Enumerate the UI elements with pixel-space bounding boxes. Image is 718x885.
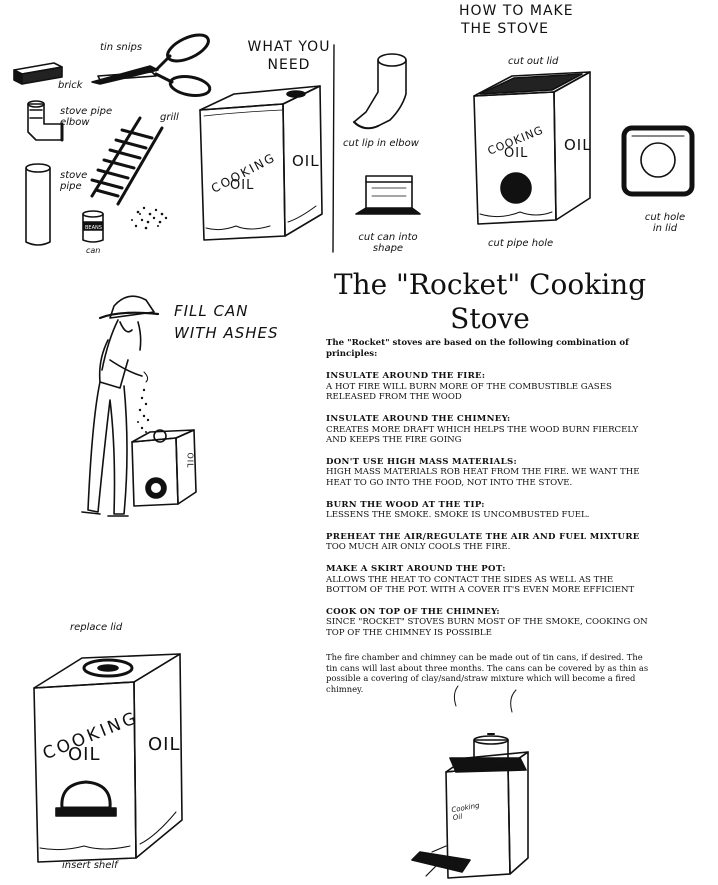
small-oil-can-drawing	[131, 429, 197, 507]
principle-text: HIGH MASS MATERIALS ROB HEAT FROM THE FI…	[326, 467, 640, 488]
principle-item: PREHEAT THE AIR/REGULATE THE AIR AND FUE…	[326, 532, 656, 553]
lid-drawing	[621, 125, 695, 197]
what-line2: NEED	[267, 57, 311, 73]
principle-text: TOO MUCH AIR ONLY COOLS THE FIRE.	[326, 542, 511, 553]
replace-lid-label: replace lid	[70, 622, 123, 633]
principle-heading: INSULATE AROUND THE CHIMNEY:	[326, 413, 511, 424]
principle-item: INSULATE AROUND THE CHIMNEY:CREATES MORE…	[326, 414, 656, 446]
cut-can-drawing	[355, 175, 421, 215]
cut-elbow-drawing	[353, 53, 407, 130]
oil-can-drawing-open	[473, 71, 591, 225]
falling-ashes	[137, 388, 150, 433]
brick-label: brick	[58, 80, 83, 91]
cut-lip-label: cut lip in elbow	[343, 138, 419, 149]
principle-text: LESSENS THE SMOKE. SMOKE IS UNCOMBUSTED …	[326, 510, 590, 521]
small-can-drawing: BEANS	[82, 210, 104, 243]
fill-can-line1: FILL CAN	[174, 302, 249, 320]
what-you-need-heading: WHAT YOU NEED	[247, 38, 331, 74]
principle-heading: PREHEAT THE AIR/REGULATE THE AIR AND FUE…	[326, 531, 640, 542]
article-body: The "Rocket" stoves are based on the fol…	[326, 338, 656, 702]
article-title: The "Rocket" Cooking Stove	[333, 268, 647, 335]
can-top-oil-side: OIL	[292, 152, 320, 170]
principle-item: DON'T USE HIGH MASS MATERIALS:HIGH MASS …	[326, 457, 656, 489]
principle-item: COOK ON TOP OF THE CHIMNEY:SINCE "ROCKET…	[326, 607, 656, 639]
can-open-oil-side: OIL	[564, 136, 592, 154]
grill-drawing	[90, 116, 164, 206]
cut-out-lid-label: cut out lid	[508, 56, 559, 67]
how-to-heading: HOW TO MAKE THE STOVE	[459, 2, 574, 38]
oil-can-drawing-bottom	[33, 653, 183, 863]
elbow-drawing	[27, 100, 64, 142]
oil-can-drawing-top	[199, 85, 323, 241]
tin-snips-drawing	[91, 33, 212, 98]
principles-list: INSULATE AROUND THE FIRE:A HOT FIRE WILL…	[326, 371, 656, 638]
grill-label: grill	[160, 112, 179, 123]
insert-shelf-label: insert shelf	[62, 860, 118, 871]
section-divider	[332, 44, 335, 253]
principle-text: A HOT FIRE WILL BURN MORE OF THE COMBUST…	[326, 381, 612, 403]
cut-can-label: cut can into shape	[358, 232, 418, 254]
elbow-label: stove pipe elbow	[60, 106, 113, 128]
principle-text: SINCE "ROCKET" STOVES BURN MOST OF THE S…	[326, 617, 648, 638]
principle-item: BURN THE WOOD AT THE TIP:LESSENS THE SMO…	[326, 500, 656, 521]
can-small-oil: OIL	[185, 452, 195, 469]
article-closing: The fire chamber and chimney can be made…	[326, 652, 649, 694]
can-label: can	[86, 246, 101, 255]
principle-heading: DON'T USE HIGH MASS MATERIALS:	[326, 456, 517, 467]
what-line1: WHAT YOU	[247, 39, 331, 55]
ash-pile-drawing	[131, 206, 168, 230]
person-drawing	[81, 295, 160, 517]
principle-heading: BURN THE WOOD AT THE TIP:	[326, 499, 485, 510]
article-intro: The "Rocket" stoves are based on the fol…	[326, 338, 629, 359]
tin-snips-label: tin snips	[100, 42, 143, 53]
cut-hole-lid-label: cut hole in lid	[644, 212, 686, 234]
principle-item: INSULATE AROUND THE FIRE:A HOT FIRE WILL…	[326, 371, 656, 403]
finished-stove-drawing	[411, 685, 529, 879]
principle-item: MAKE A SKIRT AROUND THE POT:ALLOWS THE H…	[326, 564, 656, 596]
can-bottom-oil-front: OIL	[68, 744, 101, 765]
how-to-line2: THE STOVE	[461, 21, 550, 37]
can-open-oil-front: OIL	[504, 146, 529, 161]
fill-can-line2: WITH ASHES	[174, 324, 279, 342]
brick-drawing	[13, 62, 63, 85]
can-top-oil-front: OIL	[230, 178, 255, 193]
principle-text: CREATES MORE DRAFT WHICH HELPS THE WOOD …	[326, 424, 639, 446]
stove-pipe-drawing	[25, 163, 51, 246]
principle-text: ALLOWS THE HEAT TO CONTACT THE SIDES AS …	[326, 574, 635, 596]
cut-pipe-hole-label: cut pipe hole	[488, 238, 554, 249]
fill-can-heading: FILL CAN WITH ASHES	[174, 300, 279, 344]
stove-pipe-label: stove pipe	[60, 170, 88, 192]
how-to-line1: HOW TO MAKE	[459, 3, 574, 19]
principle-heading: MAKE A SKIRT AROUND THE POT:	[326, 563, 506, 574]
can-bottom-oil-side: OIL	[148, 734, 181, 755]
principle-heading: COOK ON TOP OF THE CHIMNEY:	[326, 606, 500, 617]
principle-heading: INSULATE AROUND THE FIRE:	[326, 371, 486, 382]
small-can-label: BEANS	[85, 225, 102, 231]
